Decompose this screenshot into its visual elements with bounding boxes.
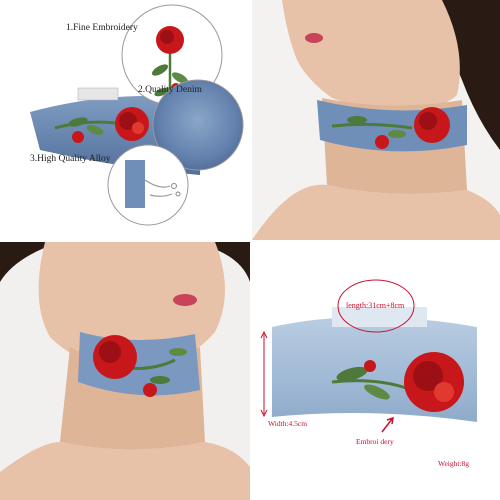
denim-detail-circle [152, 79, 244, 171]
clasp-strip [77, 87, 119, 101]
length-label: length:31cm+8cm [346, 301, 405, 310]
lips [305, 33, 323, 43]
hair [0, 242, 250, 282]
face [282, 0, 460, 109]
panel-product-features: 1.Fine Embroidery 2.Quality Denim 3.High… [0, 0, 250, 240]
panel-product-dimensions: length:31cm+8cm Width:4.5cm Embroi dery … [252, 242, 500, 500]
embroidery-pointer-arrow [381, 418, 393, 433]
label-denim: 2.Quality Denim [138, 85, 202, 95]
band-inner [332, 307, 427, 327]
length-callout-ellipse [337, 279, 415, 333]
product-dimensions-illustration [252, 242, 500, 500]
weight-label: Weight:8g [438, 459, 470, 468]
label-alloy: 3.High Quality Alloy [30, 154, 111, 164]
width-label: Width:4.5cm [268, 419, 308, 428]
panel-model-front-view [0, 242, 250, 500]
label-embroidery: 1.Fine Embroidery [66, 23, 138, 33]
product-features-illustration [30, 4, 244, 226]
model-side-photo [252, 0, 500, 240]
lips [173, 294, 197, 306]
hair [402, 0, 500, 150]
panel-model-side-view [252, 0, 500, 240]
model-front-photo [0, 242, 250, 500]
embroidery-label: Embroi dery [356, 437, 394, 446]
